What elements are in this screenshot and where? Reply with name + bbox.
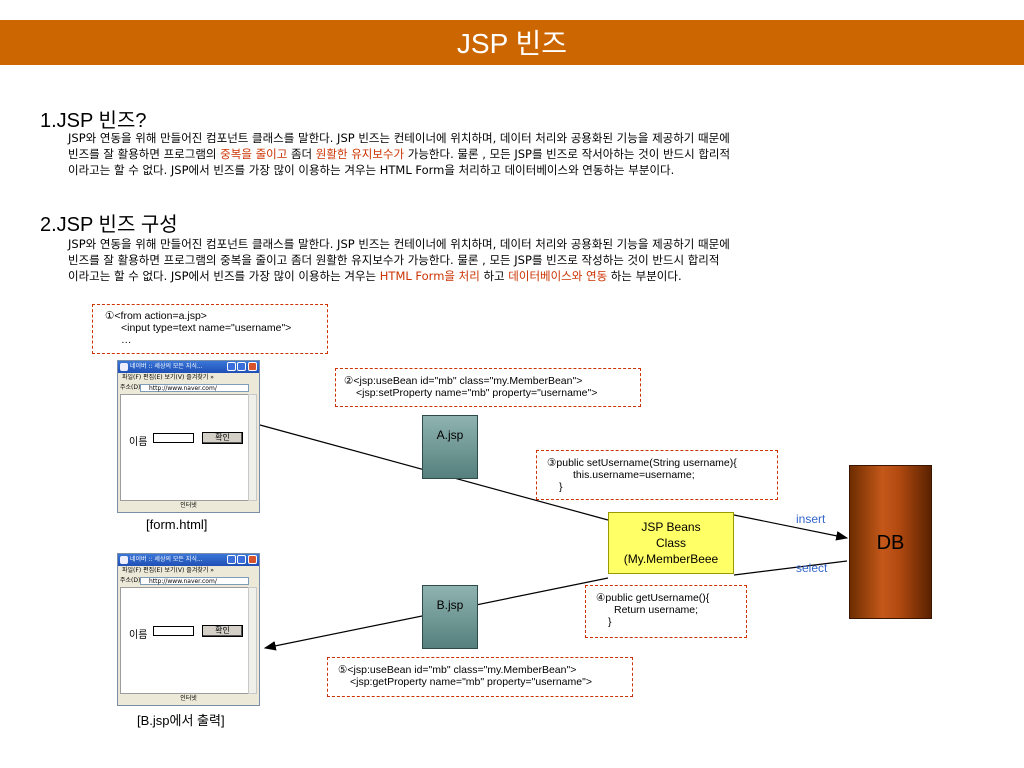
text-segment: 하는 부분이다. (607, 269, 682, 283)
highlight-text: HTML Form을 처리 (379, 269, 480, 283)
code-box-form: ①<from action=a.jsp> <input type=text na… (92, 304, 328, 354)
ie-icon (120, 363, 128, 371)
confirm-button[interactable]: 확인 (202, 432, 243, 444)
section2-heading: 2.JSP 빈즈 구성 (40, 214, 178, 236)
code-box-setter: ③public setUsername(String username){ th… (536, 450, 778, 500)
a-jsp-box: A.jsp (422, 415, 478, 479)
highlight-text: 원활한 유지보수가 (315, 147, 405, 161)
beans-line: JSP Beans (641, 520, 701, 534)
section1-line2: 빈즈를 잘 활용하면 프로그램의 중복을 줄이고 좀더 원활한 유지보수가 가능… (68, 146, 968, 162)
ie-icon (120, 556, 128, 564)
minimize-icon[interactable] (227, 362, 236, 371)
text-segment: 하고 (479, 269, 509, 283)
browser-content: 이름 확인 (120, 587, 249, 694)
select-line (733, 560, 848, 576)
database-box: DB (849, 465, 932, 619)
browser-status: 인터넷 (180, 502, 197, 509)
minimize-icon[interactable] (227, 555, 236, 564)
code-box-usebean-get: ⑤<jsp:useBean id="mb" class="my.MemberBe… (327, 657, 633, 697)
code-line: ⑤<jsp:useBean id="mb" class="my.MemberBe… (338, 664, 577, 676)
highlight-text: 중복을 줄이고 (220, 147, 288, 161)
name-field-label: 이름 (129, 437, 148, 448)
section2-line3: 이라고는 할 수 없다. JSP에서 빈즈를 가장 많이 이용하는 겨우는 HT… (68, 268, 968, 284)
scrollbar[interactable] (248, 394, 257, 501)
name-input[interactable] (153, 626, 194, 636)
code-line: ②<jsp:useBean id="mb" class="my.MemberBe… (344, 375, 583, 387)
text-segment: 빈즈를 잘 활용하면 프로그램의 (68, 147, 221, 161)
name-field-label: 이름 (129, 630, 148, 641)
code-line: … (121, 334, 132, 346)
page-title: JSP 빈즈 (0, 20, 1024, 65)
code-line: ①<from action=a.jsp> (105, 310, 207, 322)
close-icon[interactable] (248, 555, 257, 564)
browser-window-form: 네이버 :: 세상의 모든 지식... 파일(F) 편집(E) 보기(V) 즐겨… (117, 360, 260, 513)
scrollbar[interactable] (248, 587, 257, 694)
beans-line: (My.MemberBeee (623, 552, 719, 566)
section2-paragraph: JSP와 연동을 위해 만들어진 컴포넌트 클래스를 말한다. JSP 빈즈는 … (68, 236, 968, 284)
highlight-text: 데이터베이스와 연동 (508, 269, 608, 283)
browser-status: 인터넷 (180, 695, 197, 702)
code-line: this.username=username; (573, 469, 695, 481)
name-input[interactable] (153, 433, 194, 443)
address-label: 주소(D) (120, 577, 141, 584)
section1-line1: JSP와 연동을 위해 만들어진 컴포넌트 클래스를 말한다. JSP 빈즈는 … (68, 131, 730, 145)
browser-title-text: 네이버 :: 세상의 모든 지식... (130, 556, 203, 563)
section1-paragraph: JSP와 연동을 위해 만들어진 컴포넌트 클래스를 말한다. JSP 빈즈는 … (68, 130, 968, 178)
code-line: <input type=text name="username"> (121, 322, 292, 334)
browser-content: 이름 확인 (120, 394, 249, 501)
code-line: ③public setUsername(String username){ (547, 457, 737, 469)
select-label: select (796, 561, 828, 575)
browser-menubar[interactable]: 파일(F) 편집(E) 보기(V) 즐겨찾기 » (122, 567, 214, 574)
maximize-icon[interactable] (237, 362, 246, 371)
code-line: <jsp:setProperty name="mb" property="use… (356, 387, 598, 399)
beans-line: Class (655, 536, 686, 550)
code-box-usebean-set: ②<jsp:useBean id="mb" class="my.MemberBe… (335, 368, 641, 407)
section2-line1: JSP와 연동을 위해 만들어진 컴포넌트 클래스를 말한다. JSP 빈즈는 … (68, 237, 730, 251)
browser-titlebar: 네이버 :: 세상의 모든 지식... (118, 361, 259, 373)
code-box-getter: ④public getUsername(){ Return username; … (585, 585, 747, 638)
b-jsp-box: B.jsp (422, 585, 478, 649)
code-line: <jsp:getProperty name="mb" property="use… (350, 676, 592, 688)
text-segment: 좀더 (287, 147, 316, 161)
maximize-icon[interactable] (237, 555, 246, 564)
code-line: } (559, 481, 563, 493)
text-segment: 이라고는 할 수 없다. JSP에서 빈즈를 가장 많이 이용하는 겨우는 (68, 269, 380, 283)
close-icon[interactable] (248, 362, 257, 371)
jsp-beans-class-box: JSP Beans Class (My.MemberBeee (608, 512, 734, 574)
code-line: } (608, 616, 612, 628)
browser-titlebar: 네이버 :: 세상의 모든 지식... (118, 554, 259, 566)
section2-line2: 빈즈를 잘 활용하면 프로그램의 중복을 줄이고 좀더 원활한 유지보수가 가능… (68, 253, 720, 267)
code-line: Return username; (614, 604, 699, 616)
address-bar[interactable]: http://www.naver.com/ (140, 384, 249, 392)
browser-menubar[interactable]: 파일(F) 편집(E) 보기(V) 즐겨찾기 » (122, 374, 214, 381)
address-bar[interactable]: http://www.naver.com/ (140, 577, 249, 585)
address-label: 주소(D) (120, 384, 141, 391)
form-html-caption: [form.html] (146, 517, 208, 532)
insert-arrow (733, 514, 849, 541)
text-segment: 가능한다. 물론 , 모든 JSP를 빈즈로 작서아하는 것이 반드시 합리적 (404, 147, 731, 161)
section1-heading: 1.JSP 빈즈? (40, 110, 147, 132)
confirm-button[interactable]: 확인 (202, 625, 243, 637)
browser-title-text: 네이버 :: 세상의 모든 지식... (130, 363, 203, 370)
code-line: ④public getUsername(){ (596, 592, 710, 604)
b-jsp-output-caption: [B.jsp에서 출력] (137, 713, 225, 728)
insert-label: insert (796, 512, 826, 526)
section1-line3: 이라고는 할 수 없다. JSP에서 빈즈를 가장 많이 이용하는 겨우는 HT… (68, 163, 675, 177)
browser-window-output: 네이버 :: 세상의 모든 지식... 파일(F) 편집(E) 보기(V) 즐겨… (117, 553, 260, 706)
